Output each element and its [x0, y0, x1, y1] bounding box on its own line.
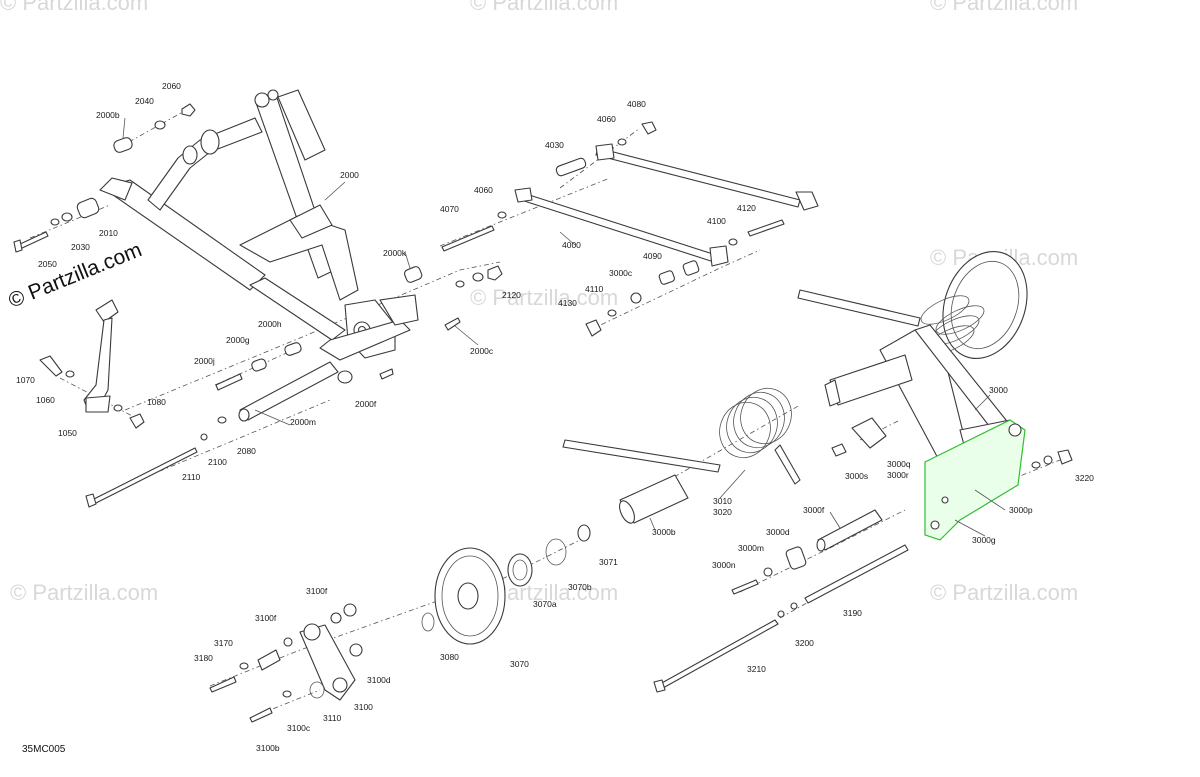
callout-3080[interactable]: 3080	[440, 652, 459, 662]
callout-3000c[interactable]: 3000c	[609, 268, 633, 278]
callout-3110[interactable]: 3110	[323, 713, 342, 723]
bearing-rings-3070	[507, 524, 591, 587]
callout-3000[interactable]: 3000	[989, 385, 1008, 395]
callout-3070b[interactable]: 3070b	[568, 582, 592, 592]
callout-3000f[interactable]: 3000f	[803, 505, 825, 515]
callout-1070[interactable]: 1070	[16, 375, 35, 385]
rear-arm-assembly-3000	[797, 250, 1073, 541]
callout-4000[interactable]: 4000	[562, 240, 581, 250]
callout-2010[interactable]: 2010	[99, 228, 118, 238]
callout-4110[interactable]: 4110	[585, 284, 604, 294]
callout-4130[interactable]: 4130	[558, 298, 577, 308]
sleeve-3000b	[619, 474, 689, 524]
callout-1060[interactable]: 1060	[36, 395, 55, 405]
callout-2000b[interactable]: 2000b	[96, 110, 120, 120]
callout-4030[interactable]: 4030	[545, 140, 564, 150]
leader-lines	[122, 117, 1006, 537]
callout-2100[interactable]: 2100	[208, 457, 227, 467]
callout-3100[interactable]: 3100	[354, 702, 373, 712]
idler-wheel-3070	[421, 547, 506, 645]
callout-2000h[interactable]: 2000h	[258, 319, 282, 329]
callout-2040[interactable]: 2040	[135, 96, 154, 106]
hardware-2000k-2120	[403, 265, 503, 331]
assembly-lines	[29, 107, 1066, 719]
watermark-text: © Partzilla.com	[10, 580, 158, 605]
callout-3000s[interactable]: 3000s	[845, 471, 868, 481]
callout-2000k[interactable]: 2000k	[383, 248, 407, 258]
link-assembly-3100	[209, 603, 363, 723]
hardware-2010-2050	[13, 197, 100, 253]
callout-3100c[interactable]: 3100c	[287, 723, 311, 733]
callout-3000b[interactable]: 3000b	[652, 527, 676, 537]
callout-4060[interactable]: 4060	[597, 114, 616, 124]
torsion-spring-3010	[562, 387, 801, 485]
callout-3100f-upper[interactable]: 3100f	[306, 586, 328, 596]
arm-1050	[39, 299, 145, 429]
callout-2000[interactable]: 2000	[340, 170, 359, 180]
long-bolt-2110	[85, 447, 198, 508]
callout-4090[interactable]: 4090	[643, 251, 662, 261]
callout-3000q[interactable]: 3000q	[887, 459, 911, 469]
callout-4080[interactable]: 4080	[627, 99, 646, 109]
watermark-text: © Partzilla.com	[470, 0, 618, 15]
callout-4070[interactable]: 4070	[440, 204, 459, 214]
callout-3220[interactable]: 3220	[1075, 473, 1094, 483]
shafts-3000f-3190-3210	[653, 509, 909, 693]
callout-labels: 2060 2040 2000b 2000 2010 2030 2050 2000…	[16, 81, 1094, 753]
callout-3070[interactable]: 3070	[510, 659, 529, 669]
callout-3100f-lower[interactable]: 3100f	[255, 613, 277, 623]
callout-3210[interactable]: 3210	[747, 664, 766, 674]
callout-2050[interactable]: 2050	[38, 259, 57, 269]
callout-2030[interactable]: 2030	[71, 242, 90, 252]
front-arm-assembly-2000	[99, 89, 419, 361]
hardware-2000b-2060	[113, 103, 196, 153]
callout-2000c[interactable]: 2000c	[470, 346, 494, 356]
callout-3000g[interactable]: 3000g	[972, 535, 996, 545]
watermarks: © Partzilla.com © Partzilla.com © Partzi…	[0, 0, 1078, 605]
watermark-text: © Partzilla.com	[470, 285, 618, 310]
callout-3190[interactable]: 3190	[843, 608, 862, 618]
callout-1080[interactable]: 1080	[147, 397, 166, 407]
callout-3010[interactable]: 3010	[713, 496, 732, 506]
callout-3180[interactable]: 3180	[194, 653, 213, 663]
callout-3100b[interactable]: 3100b	[256, 743, 280, 753]
callout-2110[interactable]: 2110	[182, 472, 201, 482]
hardware-2000f-2000j	[215, 342, 394, 391]
callout-3000n[interactable]: 3000n	[712, 560, 736, 570]
callout-3200[interactable]: 3200	[795, 638, 814, 648]
watermark-text: © Partzilla.com	[930, 580, 1078, 605]
callout-1050[interactable]: 1050	[58, 428, 77, 438]
callout-3020[interactable]: 3020	[713, 507, 732, 517]
diagram-code: 35MC005	[22, 744, 66, 755]
shaft-2000m	[200, 361, 339, 441]
callout-3000d[interactable]: 3000d	[766, 527, 790, 537]
bracket-3000g-highlight[interactable]	[924, 419, 1026, 541]
callout-3000m[interactable]: 3000m	[738, 543, 764, 553]
watermark-text: © Partzilla.com	[0, 0, 148, 15]
watermark-text: © Partzilla.com	[930, 0, 1078, 15]
callout-4100[interactable]: 4100	[707, 216, 726, 226]
callout-3000p[interactable]: 3000p	[1009, 505, 1033, 515]
callout-2080[interactable]: 2080	[237, 446, 256, 456]
callout-4120[interactable]: 4120	[737, 203, 756, 213]
callout-2060[interactable]: 2060	[162, 81, 181, 91]
callout-2000f[interactable]: 2000f	[355, 399, 377, 409]
callout-2000m[interactable]: 2000m	[290, 417, 316, 427]
callout-3170[interactable]: 3170	[214, 638, 233, 648]
callout-2000j[interactable]: 2000j	[194, 356, 215, 366]
rods-4000	[441, 121, 819, 337]
callout-2120[interactable]: 2120	[502, 290, 521, 300]
callout-2000g[interactable]: 2000g	[226, 335, 250, 345]
callout-3100d[interactable]: 3100d	[367, 675, 391, 685]
callout-3000r[interactable]: 3000r	[887, 470, 909, 480]
callout-3071[interactable]: 3071	[599, 557, 618, 567]
callout-4060-lower[interactable]: 4060	[474, 185, 493, 195]
callout-3070a[interactable]: 3070a	[533, 599, 557, 609]
